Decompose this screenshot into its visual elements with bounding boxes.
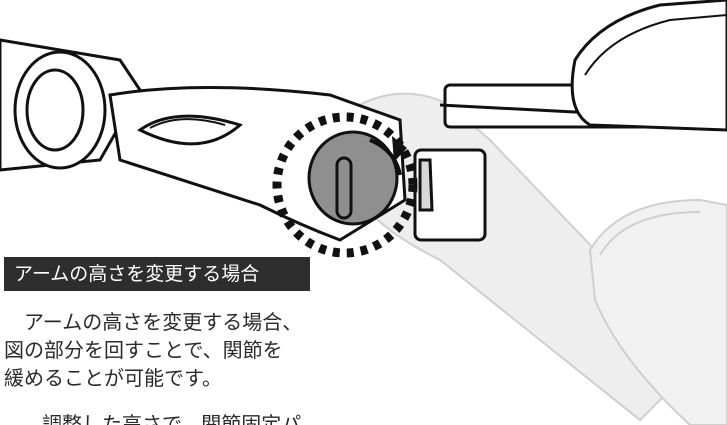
section-label: アームの高さを変更する場合 [4, 257, 310, 291]
adjustment-knob [272, 112, 418, 258]
next-paragraph-partial: 調整した高さで、関節固定パ [42, 412, 302, 425]
rotation-arrow-icon [369, 138, 402, 176]
description-line: アームの高さを変更する場合、 [4, 310, 303, 334]
dashed-circle-highlight [272, 112, 418, 258]
description: アームの高さを変更する場合、 図の部分を回すことで、関節を 緩めることが可能です… [4, 308, 334, 392]
device-top-right [570, 0, 727, 132]
faded-arm-position [348, 92, 727, 425]
description-line: 緩めることが可能です。 [4, 366, 222, 390]
description-line: 図の部分を回すことで、関節を [4, 338, 283, 362]
